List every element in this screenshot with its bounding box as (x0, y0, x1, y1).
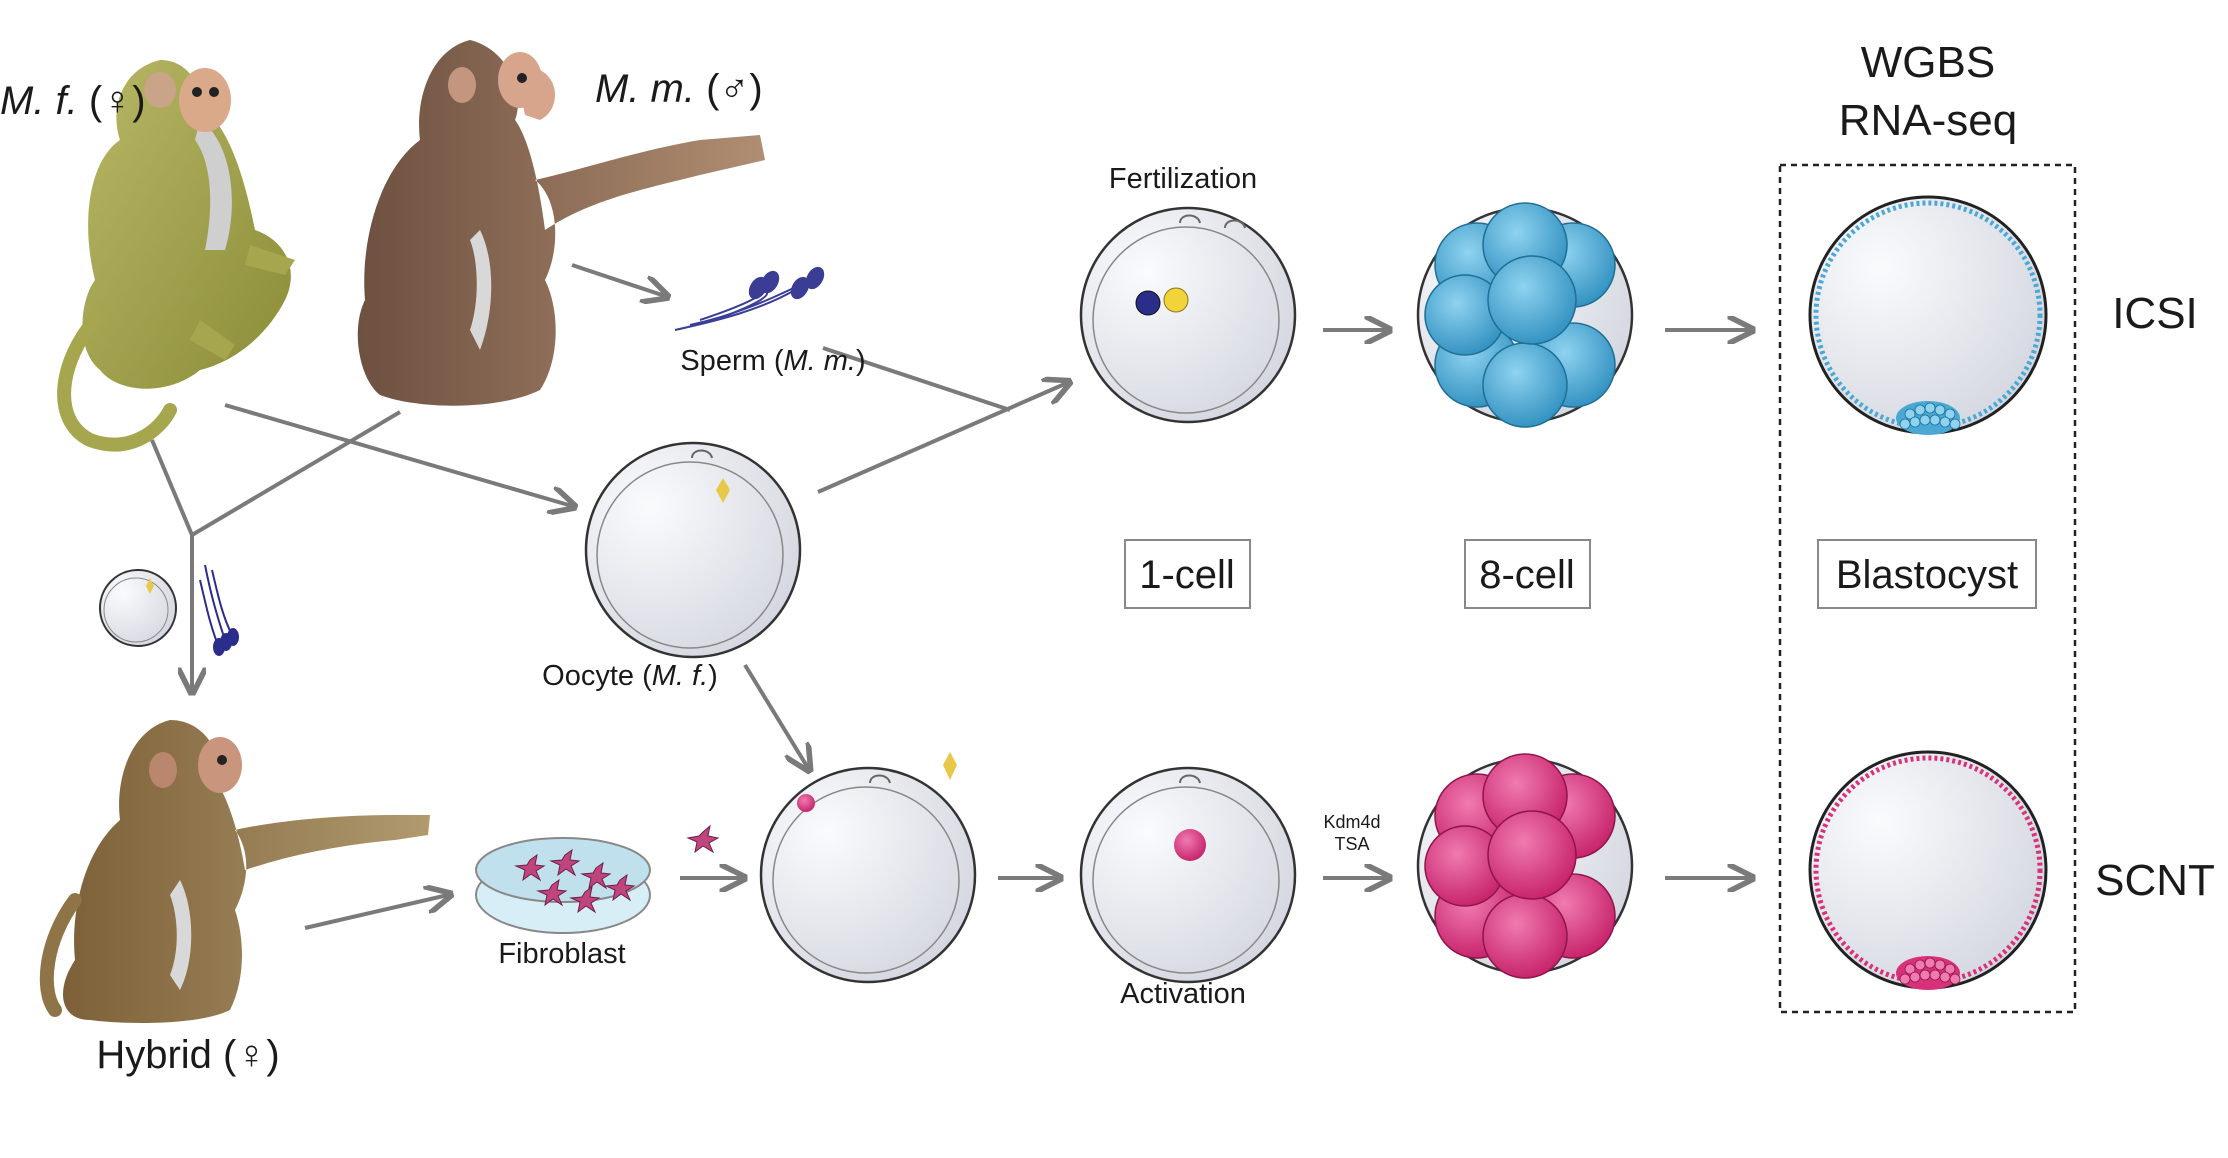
activation-label: Activation (1120, 978, 1246, 1010)
method-scnt-label: SCNT (2095, 856, 2215, 905)
single-fibroblast-icon (686, 824, 720, 854)
scnt-8-cell-embryo-icon (1416, 753, 1634, 979)
fertilization-label: Fertilization (1109, 163, 1257, 195)
assay-dashed-box (1778, 163, 2077, 1014)
sperm-cluster-icon (674, 266, 825, 331)
treatment-kdm4d-label: Kdm4d (1323, 812, 1380, 832)
mf-female-monkey-illustration (57, 60, 295, 452)
oocyte-label: Oocyte (M. f.) (542, 660, 718, 692)
stage-box-blastocyst: Blastocyst (1817, 539, 2037, 609)
method-icsi-label: ICSI (2112, 289, 2198, 338)
assay-rnaseq-label: RNA-seq (1839, 96, 2018, 145)
stage-box-1-cell: 1-cell (1124, 539, 1251, 609)
spindle-icon (943, 752, 957, 780)
assay-wgbs-label: WGBS (1861, 38, 1995, 87)
stage-1-cell-label: 1-cell (1139, 553, 1235, 597)
fertilized-1-cell-icon (1079, 206, 1297, 424)
cross-lines (150, 263, 1750, 930)
mf-label: M. f. (♀) (0, 79, 146, 123)
treatment-tsa-label: TSA (1334, 834, 1369, 854)
scnt-oocyte-icon (759, 766, 977, 984)
stage-box-8-cell: 8-cell (1464, 539, 1591, 609)
fibroblast-dish-icon (475, 837, 651, 934)
mm-male-monkey-illustration (357, 40, 765, 406)
oocyte-icon (584, 441, 802, 659)
activated-1-cell-icon (1079, 766, 1297, 984)
stage-8-cell-label: 8-cell (1479, 553, 1575, 597)
small-oocyte-icon (99, 569, 177, 647)
icsi-blastocyst-icon (1808, 195, 2048, 435)
hybrid-female-monkey-illustration (39, 720, 430, 1023)
scnt-blastocyst-icon (1808, 750, 2048, 990)
mm-label: M. m. (♂) (595, 67, 763, 111)
small-sperm-icon (199, 564, 239, 656)
sperm-label: Sperm (M. m.) (680, 345, 865, 377)
icsi-8-cell-embryo-icon (1416, 202, 1634, 428)
hybrid-label: Hybrid (♀) (96, 1033, 279, 1077)
stage-blastocyst-label: Blastocyst (1836, 553, 2018, 597)
fibroblast-label: Fibroblast (498, 938, 625, 970)
